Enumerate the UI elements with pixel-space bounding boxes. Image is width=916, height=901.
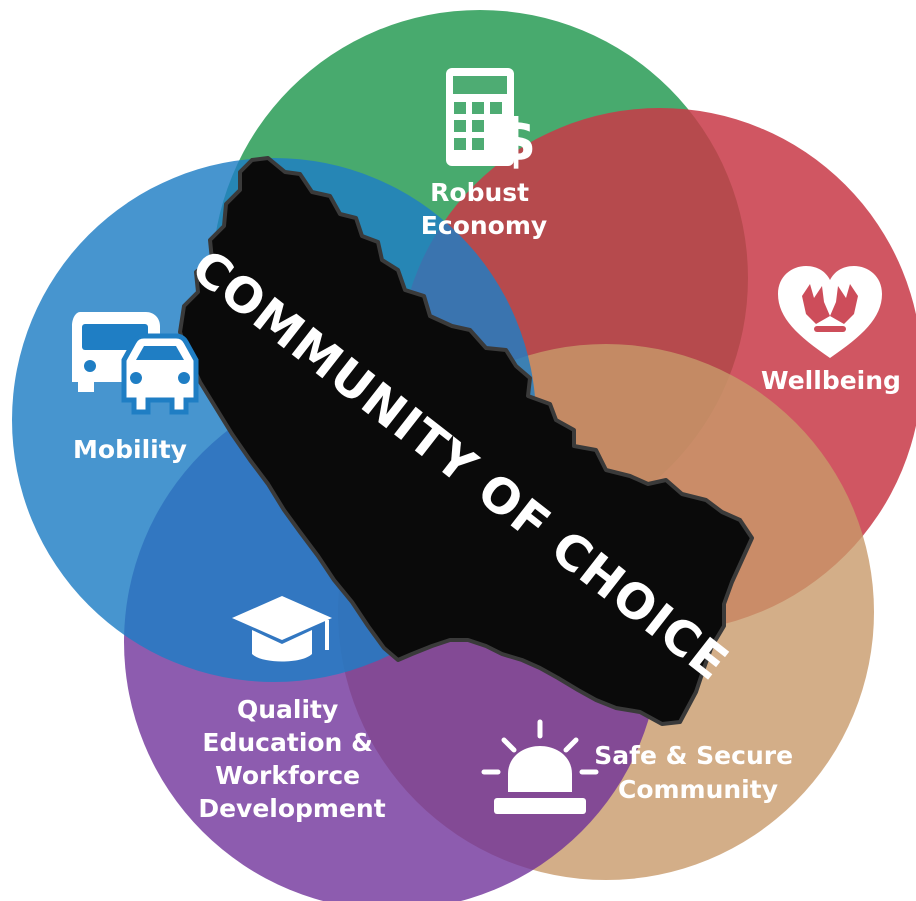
county-shape-fill (178, 156, 754, 726)
graduation-cap-icon (232, 596, 332, 662)
siren-light-icon (481, 719, 599, 814)
robust-economy-label: Robust Economy (421, 178, 547, 240)
heart-hands-icon (778, 266, 882, 358)
bus-car-icon (72, 312, 199, 415)
mobility-label: Mobility (73, 435, 187, 464)
calculator-dollar-icon: $ (446, 68, 536, 174)
safe-secure-label: Safe & Secure Community (594, 741, 802, 804)
svg-text:$: $ (496, 106, 536, 174)
wellbeing-label: Wellbeing (761, 366, 901, 395)
quality-education-label: Quality Education & Workforce Developmen… (198, 695, 385, 823)
